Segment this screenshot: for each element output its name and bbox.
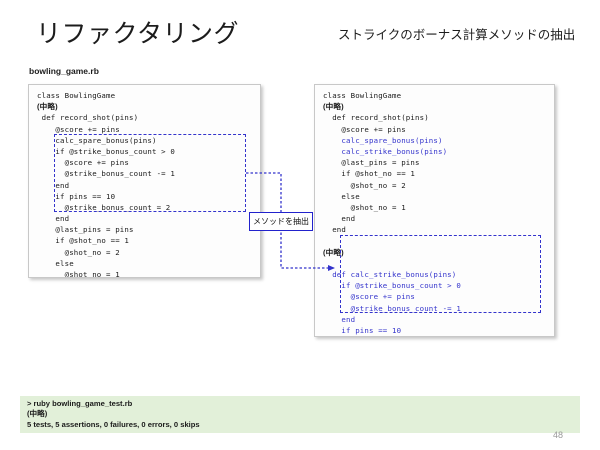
code-line: @last_pins = pins: [37, 225, 134, 235]
page-subtitle: ストライクのボーナス計算メソッドの抽出: [338, 28, 576, 42]
code-line: calc_spare_bonus(pins): [323, 135, 443, 145]
test-output-panel: > ruby bowling_game_test.rb(中略)5 tests, …: [20, 396, 580, 433]
code-line: end: [323, 214, 356, 224]
code-line: if @strike_bonus_count > 0: [323, 281, 461, 291]
code-line: else: [37, 258, 74, 268]
code-line: [323, 258, 461, 269]
terminal-line: (中略): [27, 409, 48, 419]
code-line: if @shot_no == 1: [323, 169, 415, 179]
code-panel-before: class BowlingGame (中略) def record_shot(pi…: [28, 84, 261, 278]
code-line: class BowlingGame: [37, 91, 116, 100]
code-line: @shot_no = 1: [37, 270, 120, 278]
code-line: if pins == 10: [37, 191, 116, 201]
code-line: def record_shot(pins): [37, 113, 139, 123]
code-line: class BowlingGame: [323, 91, 402, 100]
code-listing-before: class BowlingGame (中略) def record_shot(pi…: [37, 90, 175, 278]
code-line: calc_strike_bonus(pins): [323, 146, 448, 156]
code-line: calc_spare_bonus(pins): [37, 135, 157, 145]
code-line: @strike_bonus_count -= 1: [323, 303, 461, 313]
code-line: @last_pins = pins: [323, 158, 420, 168]
code-line: @score += pins: [37, 124, 120, 134]
code-panel-after: class BowlingGame (中略) def record_shot(pi…: [314, 84, 555, 337]
code-line: (中略): [37, 102, 58, 112]
terminal-line: > ruby bowling_game_test.rb: [27, 399, 133, 408]
code-line: @strike_bonus_count = 2: [37, 202, 171, 212]
code-line: end: [323, 314, 356, 324]
code-line: @shot_no = 2: [37, 247, 120, 257]
extract-method-callout: メソッドを抽出: [249, 212, 313, 231]
code-line: @score += pins: [37, 158, 129, 168]
code-line: if @strike_bonus_count > 0: [37, 146, 175, 156]
code-line: end: [323, 225, 346, 235]
code-line: @score += pins: [323, 292, 415, 302]
code-line: @strike_bonus_count -= 1: [37, 169, 175, 179]
code-line: end: [37, 214, 70, 224]
code-line: else: [323, 191, 360, 201]
code-line: @strike_bonus_count = 2: [323, 336, 461, 337]
code-line: if pins == 10: [323, 325, 402, 335]
code-line: end: [37, 180, 70, 190]
code-line: def record_shot(pins): [323, 113, 429, 123]
code-line: @score += pins: [323, 124, 406, 134]
code-line: @shot_no = 2: [323, 180, 406, 190]
code-line: [323, 235, 461, 246]
code-line: (中略): [323, 247, 344, 257]
extract-method-callout-label: メソッドを抽出: [253, 217, 309, 226]
terminal-line: 5 tests, 5 assertions, 0 failures, 0 err…: [27, 419, 200, 429]
source-file-label: bowling_game.rb: [29, 66, 99, 76]
code-line: def calc_strike_bonus(pins): [323, 270, 457, 279]
page-title: リファクタリング: [36, 20, 240, 48]
page-number: 48: [553, 430, 564, 440]
code-line: (中略): [323, 102, 344, 112]
code-line: if @shot_no == 1: [37, 236, 129, 246]
code-line: @shot_no = 1: [323, 202, 406, 212]
code-listing-after: class BowlingGame (中略) def record_shot(pi…: [323, 90, 461, 337]
